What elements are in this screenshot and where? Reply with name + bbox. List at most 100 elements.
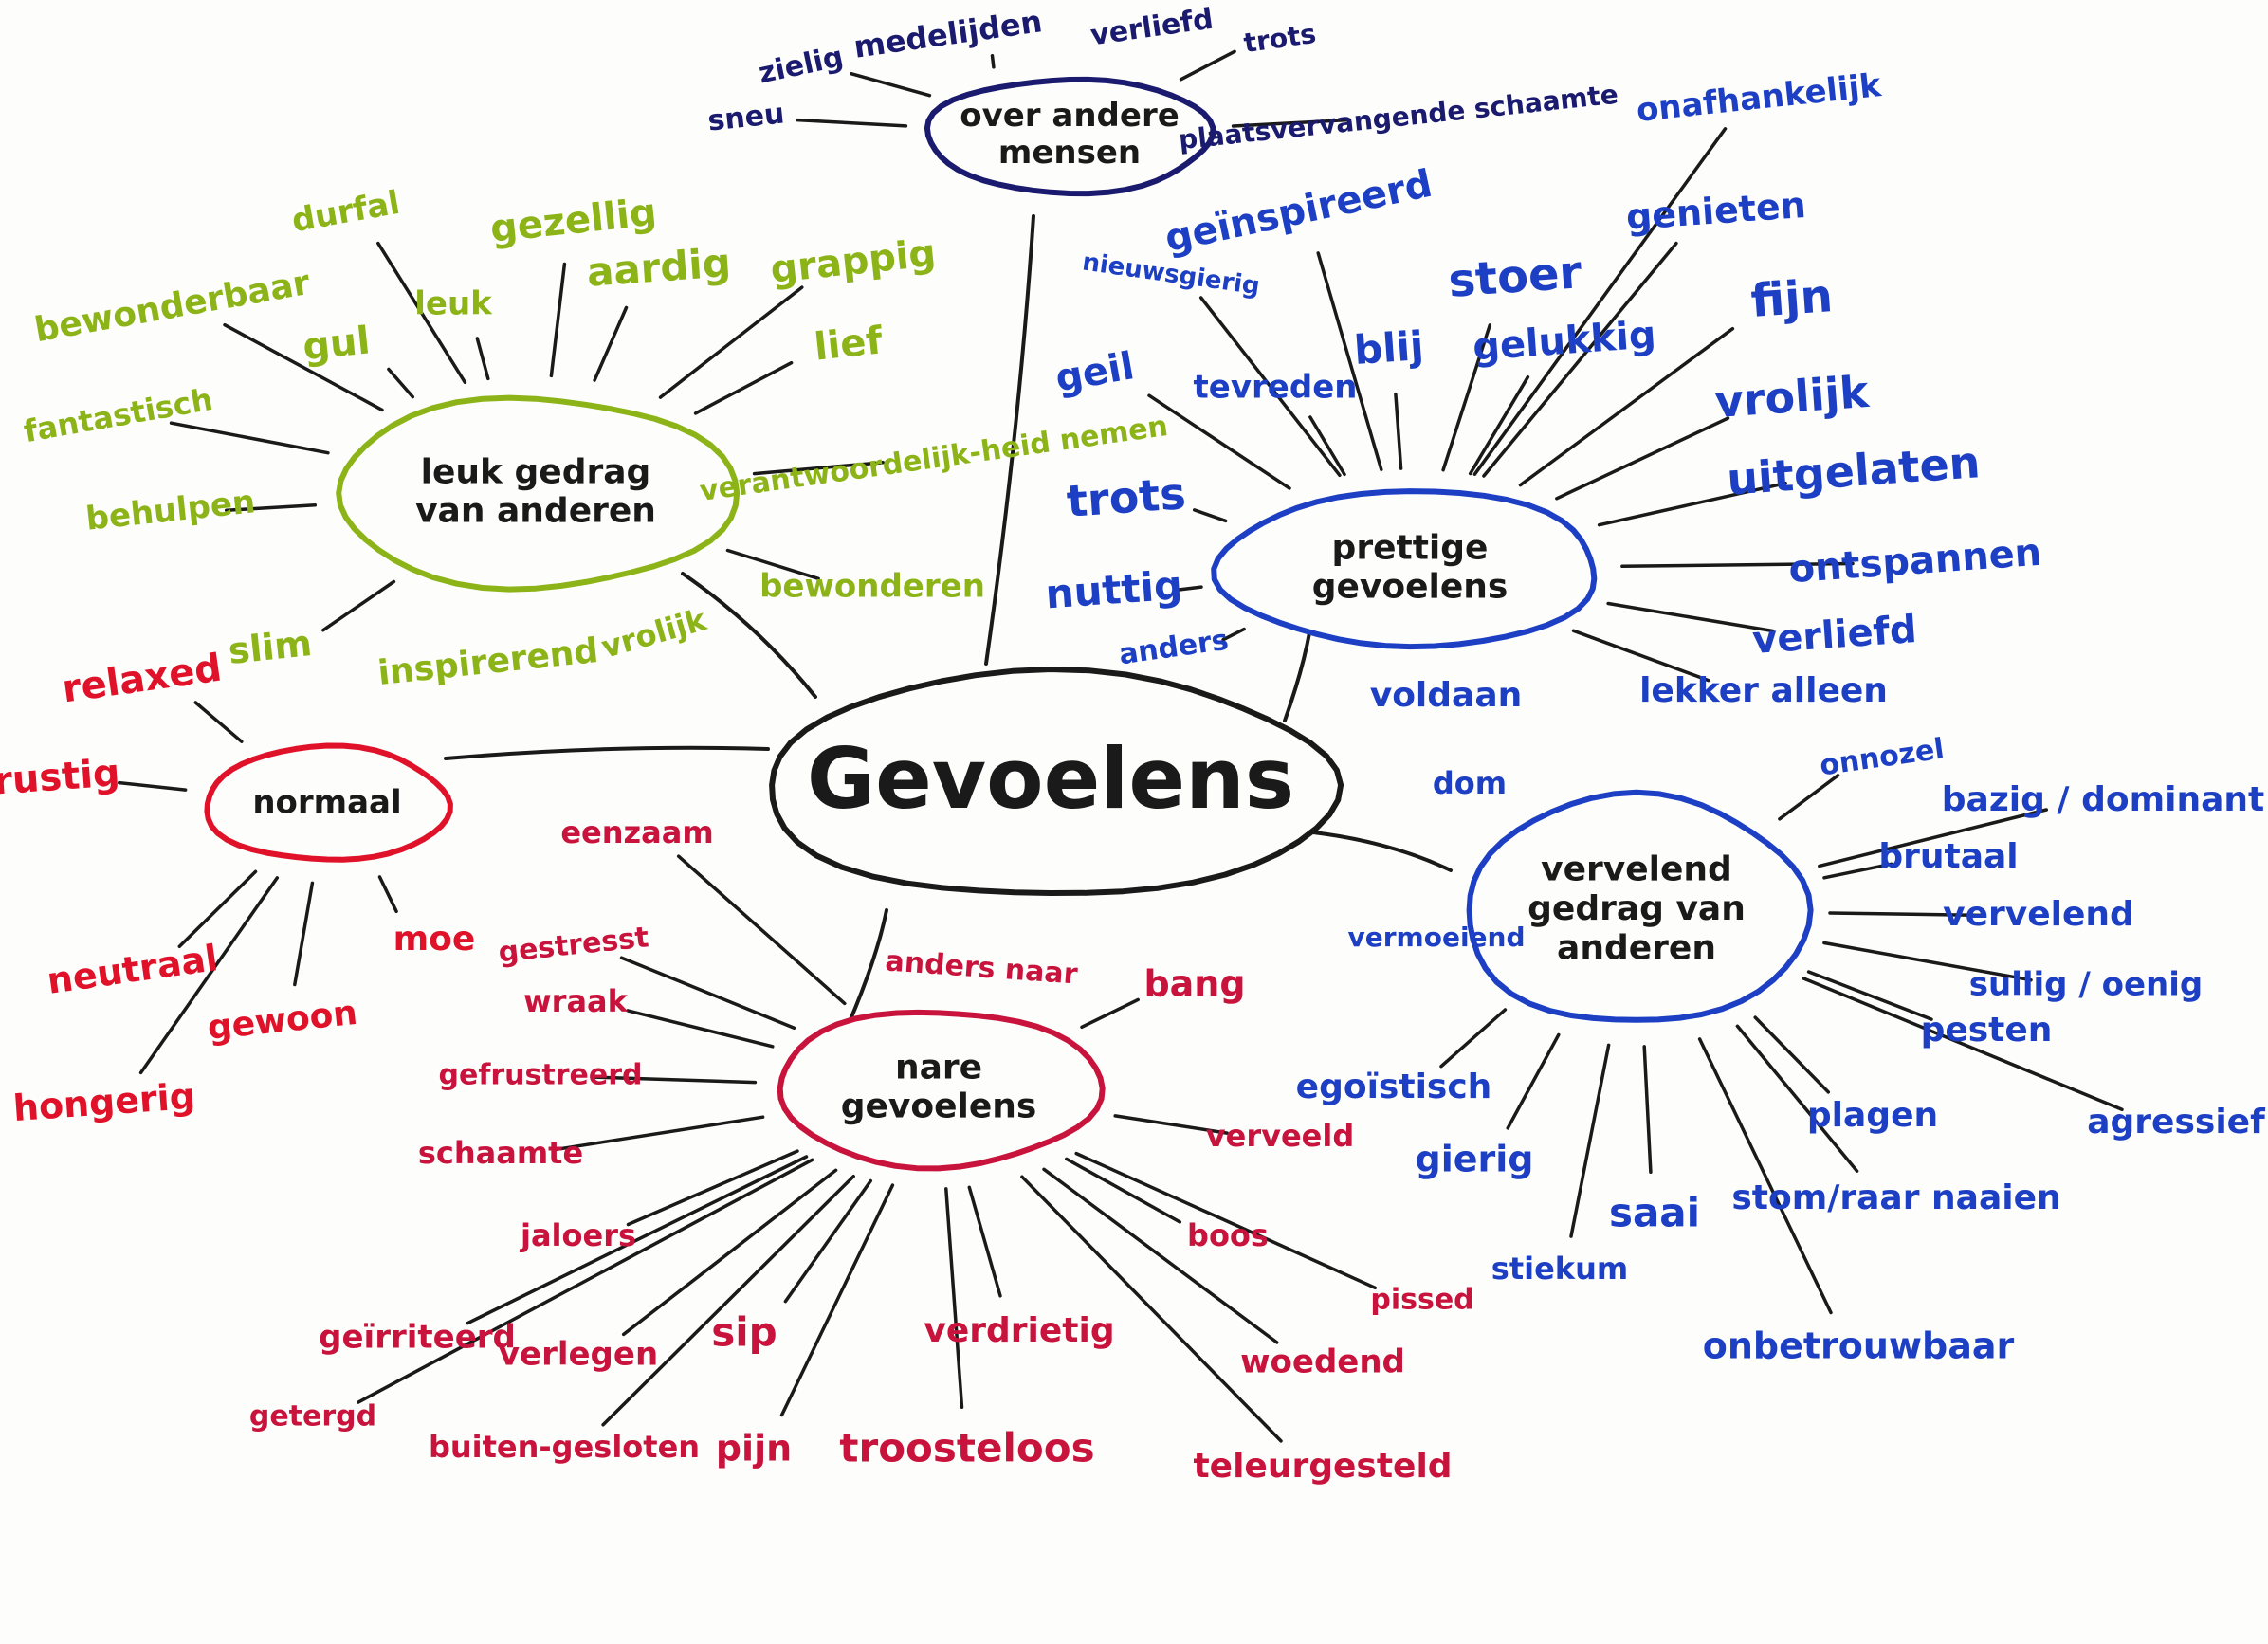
word-nare: getergd xyxy=(249,1400,376,1434)
spoke-prettige xyxy=(1221,627,1246,642)
word-normaal: rustig xyxy=(0,751,121,803)
spoke-nare xyxy=(779,1183,895,1417)
group-nare-ellipse xyxy=(777,1009,1106,1172)
word-prettige: trots xyxy=(1065,467,1187,527)
spoke-vervelend xyxy=(1506,1032,1561,1130)
spoke-vervelend xyxy=(1642,1045,1653,1175)
word-nare: gestresst xyxy=(497,921,650,969)
spoke-prettige xyxy=(1441,323,1492,472)
word-nare: teleurgesteld xyxy=(1193,1447,1452,1486)
word-over-andere: medelijden xyxy=(851,3,1044,64)
center-node: Gevoelens xyxy=(769,667,1344,896)
spoke-nare xyxy=(676,854,847,1006)
word-nare: verveeld xyxy=(1206,1118,1354,1154)
word-vervelend: onbetrouwbaar xyxy=(1703,1325,2015,1367)
word-vervelend: brutaal xyxy=(1878,837,2018,876)
spoke-nare xyxy=(1042,1167,1279,1344)
spoke-prettige xyxy=(1177,585,1203,592)
spoke-nare xyxy=(619,956,796,1030)
spoke-leuk-gedrag xyxy=(224,503,318,512)
word-vervelend: bazig / dominant xyxy=(1942,780,2264,819)
word-nare: anders naar xyxy=(885,944,1079,991)
group-over-andere-label: over andere xyxy=(960,97,1180,135)
spoke-over-andere xyxy=(1231,118,1352,128)
group-prettige-label: gevoelens xyxy=(1312,568,1509,607)
group-vervelend-label: gedrag van xyxy=(1527,889,1746,928)
connector-leuk-gedrag xyxy=(681,572,817,699)
word-vervelend: pesten xyxy=(1921,1011,2053,1050)
spoke-prettige xyxy=(1606,601,1775,633)
spoke-prettige xyxy=(1147,393,1291,490)
spoke-nare xyxy=(357,1158,814,1404)
group-nare-label: gevoelens xyxy=(841,1087,1037,1126)
group-normaal: normaal xyxy=(204,742,453,863)
word-leuk-gedrag: durfal xyxy=(289,184,403,240)
word-leuk-gedrag: slim xyxy=(227,622,314,672)
word-vervelend: stiekum xyxy=(1491,1251,1628,1287)
word-vervelend: vermoeiend xyxy=(1347,922,1525,953)
word-normaal: hongerig xyxy=(11,1075,196,1129)
spoke-leuk-gedrag xyxy=(752,460,885,476)
word-nare: boos xyxy=(1187,1217,1269,1253)
word-prettige: uitgelaten xyxy=(1726,436,1982,505)
word-nare: bang xyxy=(1143,963,1245,1005)
spoke-normaal xyxy=(177,869,258,949)
spoke-leuk-gedrag xyxy=(475,337,490,381)
word-prettige: nuttig xyxy=(1044,562,1183,618)
group-normaal-label: normaal xyxy=(252,784,401,822)
word-nare: pissed xyxy=(1370,1284,1473,1317)
word-leuk-gedrag: gezellig xyxy=(488,191,659,251)
spoke-vervelend xyxy=(1439,1008,1508,1069)
word-nare: verlegen xyxy=(499,1336,658,1374)
word-prettige: onafhankelijk xyxy=(1635,66,1884,130)
spoke-leuk-gedrag xyxy=(593,305,629,382)
spoke-nare xyxy=(590,1075,758,1085)
word-prettige: verliefd xyxy=(1751,608,1918,663)
group-normaal-ellipse xyxy=(204,742,453,863)
word-prettige: stoer xyxy=(1447,246,1584,308)
spoke-vervelend xyxy=(1806,970,1933,1021)
word-prettige: geil xyxy=(1052,344,1138,401)
spoke-vervelend xyxy=(1735,1024,1859,1173)
word-leuk-gedrag: leuk xyxy=(414,285,493,323)
spoke-normaal xyxy=(293,881,315,987)
word-nare: woedend xyxy=(1240,1343,1405,1381)
group-over-andere-ellipse xyxy=(924,76,1216,197)
spoke-prettige xyxy=(1620,561,1855,569)
spoke-vervelend xyxy=(1802,977,2124,1112)
word-prettige: voldaan xyxy=(1370,676,1523,715)
group-leuk-gedrag-label: van anderen xyxy=(415,492,656,531)
word-nare: troosteloos xyxy=(839,1425,1094,1471)
connector-lines xyxy=(118,49,2124,1443)
spoke-over-andere xyxy=(849,71,932,98)
spoke-prettige xyxy=(1394,392,1403,470)
spoke-over-andere xyxy=(1179,49,1236,82)
spoke-nare xyxy=(1020,1175,1283,1443)
word-leuk-gedrag: inspirerend xyxy=(376,631,600,693)
word-prettige: blij xyxy=(1353,322,1426,374)
word-normaal: neutraal xyxy=(45,937,220,1002)
spoke-prettige xyxy=(1482,241,1678,478)
spoke-leuk-gedrag xyxy=(321,579,396,632)
word-nare: geïrriteerd xyxy=(319,1319,516,1357)
word-vervelend: agressief xyxy=(2087,1103,2265,1142)
spoke-leuk-gedrag xyxy=(725,548,820,581)
word-nare: jaloers xyxy=(519,1217,636,1253)
word-nare: gefrustreerd xyxy=(439,1059,643,1092)
spoke-over-andere xyxy=(990,54,996,69)
spoke-prettige xyxy=(1468,374,1530,476)
spoke-normaal xyxy=(193,701,244,743)
spoke-vervelend xyxy=(1778,774,1840,821)
spoke-prettige xyxy=(1597,481,1787,527)
word-over-andere: trots xyxy=(1242,18,1318,59)
spoke-vervelend xyxy=(1822,941,2033,982)
word-nare: sip xyxy=(711,1309,777,1356)
spoke-leuk-gedrag xyxy=(387,367,415,399)
word-vervelend: gierig xyxy=(1416,1139,1534,1180)
center-node-ellipse xyxy=(769,667,1344,896)
spoke-vervelend xyxy=(1828,911,1983,918)
spoke-nare xyxy=(1113,1114,1229,1135)
word-prettige: vrolijk xyxy=(1713,366,1872,428)
